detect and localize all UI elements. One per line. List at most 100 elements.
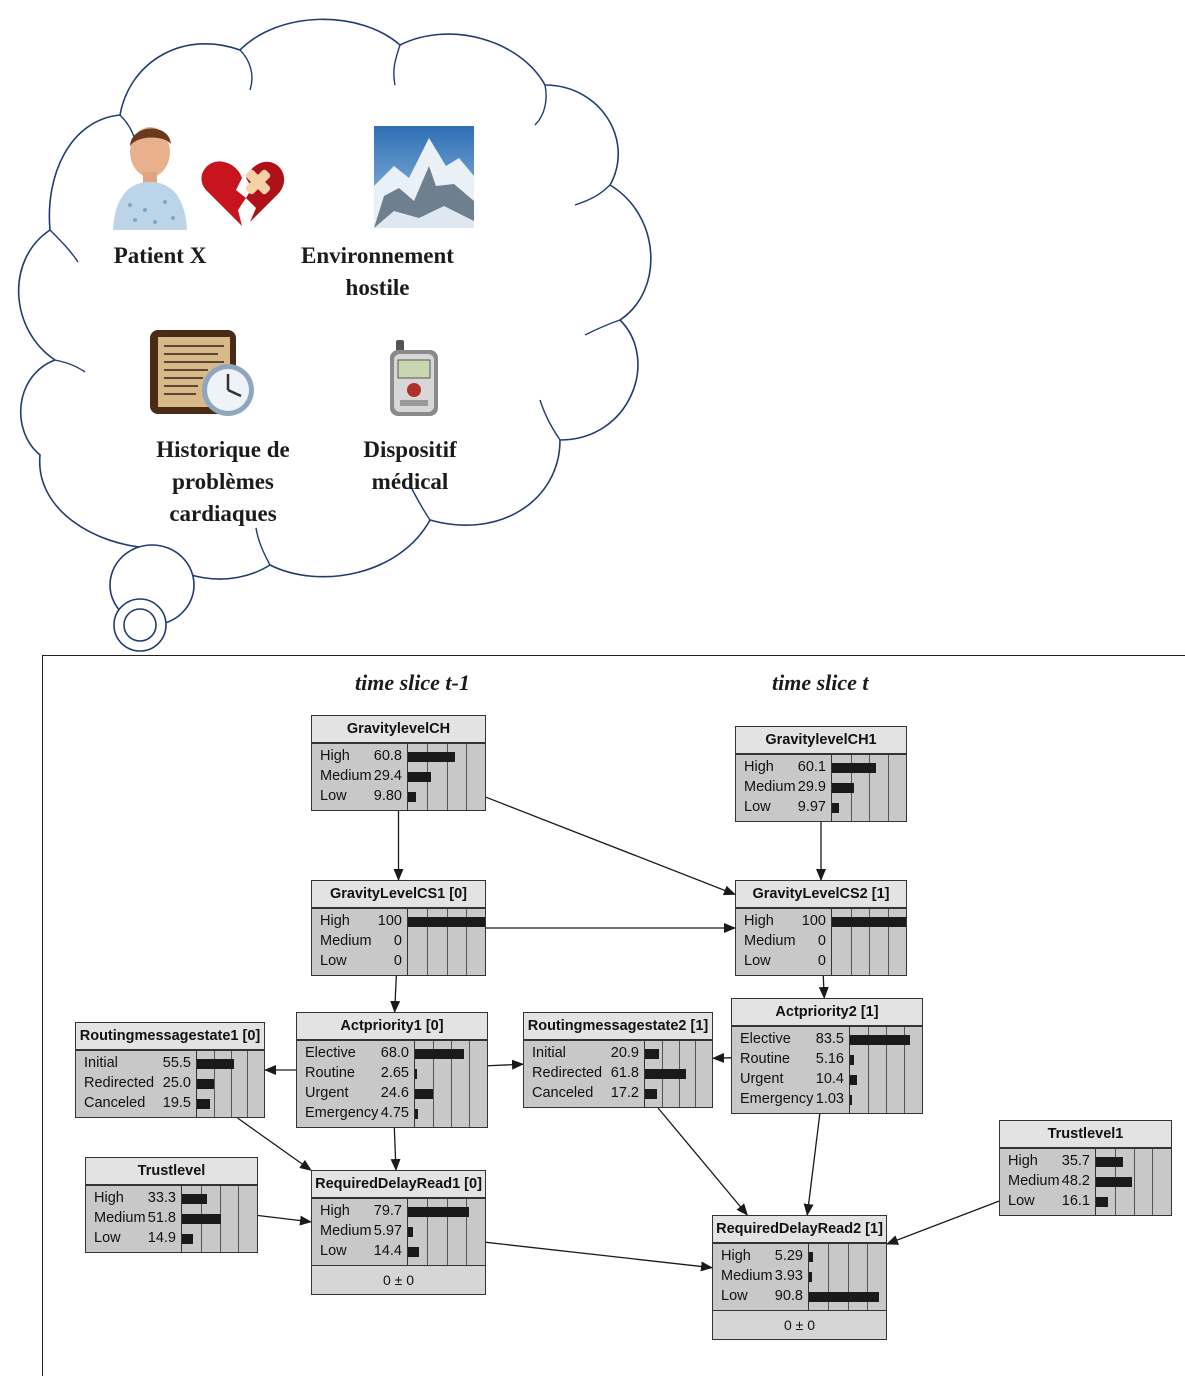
state-probability: 29.9 xyxy=(798,779,826,795)
belief-bar xyxy=(645,1069,686,1079)
state-probability: 61.8 xyxy=(611,1065,639,1081)
state-probability: 1.03 xyxy=(816,1091,844,1107)
belief-bar xyxy=(408,1207,469,1217)
node-title: Actpriority1 [0] xyxy=(297,1013,487,1041)
state-probability: 60.8 xyxy=(374,748,402,764)
state-label: Canceled xyxy=(532,1085,593,1101)
state-label: High xyxy=(320,748,350,764)
state-probability: 14.4 xyxy=(374,1243,402,1259)
belief-bar xyxy=(415,1089,433,1099)
belief-bar xyxy=(197,1079,214,1089)
belief-bar xyxy=(415,1049,464,1059)
state-label: Initial xyxy=(84,1055,118,1071)
state-label: Initial xyxy=(532,1045,566,1061)
state-label: Emergency xyxy=(740,1091,813,1107)
state-probability: 10.4 xyxy=(816,1071,844,1087)
state-probability: 9.97 xyxy=(798,799,826,815)
belief-bar xyxy=(850,1075,857,1085)
patient-label: Patient X xyxy=(85,240,235,272)
state-label: Low xyxy=(94,1230,121,1246)
state-probability: 17.2 xyxy=(611,1085,639,1101)
state-probability: 51.8 xyxy=(148,1210,176,1226)
broken-heart-icon xyxy=(200,158,285,233)
state-label: High xyxy=(320,1203,350,1219)
state-probability: 0 xyxy=(818,933,826,949)
state-probability: 79.7 xyxy=(374,1203,402,1219)
node-title: Routingmessagestate2 [1] xyxy=(524,1013,712,1041)
state-label: Redirected xyxy=(532,1065,602,1081)
state-label: Low xyxy=(1008,1193,1035,1209)
medical-device-icon xyxy=(386,340,442,423)
belief-bar xyxy=(415,1069,417,1079)
state-label: High xyxy=(94,1190,124,1206)
belief-bar xyxy=(645,1049,659,1059)
time-slice-t-minus-1-label: time slice t-1 xyxy=(355,670,470,696)
state-label: Low xyxy=(320,953,347,969)
state-label: Routine xyxy=(305,1065,355,1081)
state-label: Medium xyxy=(320,1223,372,1239)
belief-bar xyxy=(197,1099,210,1109)
state-probability: 19.5 xyxy=(163,1095,191,1111)
node-footer: 0 ± 0 xyxy=(312,1265,485,1294)
belief-bar xyxy=(1096,1157,1123,1167)
state-probability: 35.7 xyxy=(1062,1153,1090,1169)
node-title: GravityLevelCS1 [0] xyxy=(312,881,485,909)
state-probability: 25.0 xyxy=(163,1075,191,1091)
belief-bar xyxy=(408,1247,419,1257)
state-probability: 83.5 xyxy=(816,1031,844,1047)
state-label: Urgent xyxy=(305,1085,349,1101)
time-slice-t-label: time slice t xyxy=(772,670,869,696)
state-label: Canceled xyxy=(84,1095,145,1111)
belief-bar-area xyxy=(407,1199,485,1265)
belief-bar xyxy=(1096,1177,1132,1187)
state-probability: 5.29 xyxy=(775,1248,803,1264)
state-label: Low xyxy=(320,788,347,804)
node-title: GravitylevelCH1 xyxy=(736,727,906,755)
belief-bar-area xyxy=(181,1186,257,1252)
state-label: Low xyxy=(721,1288,748,1304)
state-label: High xyxy=(744,913,774,929)
node-title: RequiredDelayRead1 [0] xyxy=(312,1171,485,1199)
state-probability: 4.75 xyxy=(381,1105,409,1121)
state-label: Medium xyxy=(744,933,796,949)
belief-bar-area xyxy=(414,1041,487,1127)
state-probability: 0 xyxy=(818,953,826,969)
belief-bar xyxy=(182,1234,193,1244)
state-label: Medium xyxy=(94,1210,146,1226)
history-document-icon xyxy=(148,328,258,421)
state-probability: 48.2 xyxy=(1062,1173,1090,1189)
state-label: Low xyxy=(744,799,771,815)
belief-bar xyxy=(408,1227,413,1237)
state-label: Medium xyxy=(721,1268,773,1284)
state-probability: 9.80 xyxy=(374,788,402,804)
belief-bar xyxy=(408,772,431,782)
belief-bar xyxy=(645,1089,657,1099)
belief-bar xyxy=(1096,1197,1108,1207)
mountain-icon xyxy=(374,126,474,233)
state-probability: 60.1 xyxy=(798,759,826,775)
state-probability: 29.4 xyxy=(374,768,402,784)
belief-bar-area xyxy=(1095,1149,1171,1215)
belief-bar xyxy=(182,1194,207,1204)
belief-bar-area xyxy=(808,1244,886,1310)
belief-bar xyxy=(408,792,416,802)
state-probability: 2.65 xyxy=(381,1065,409,1081)
belief-bar-area xyxy=(849,1027,922,1113)
patient-icon xyxy=(105,110,195,235)
belief-bar xyxy=(408,917,485,927)
state-label: High xyxy=(744,759,774,775)
state-label: Redirected xyxy=(84,1075,154,1091)
node-title: Trustlevel xyxy=(86,1158,257,1186)
